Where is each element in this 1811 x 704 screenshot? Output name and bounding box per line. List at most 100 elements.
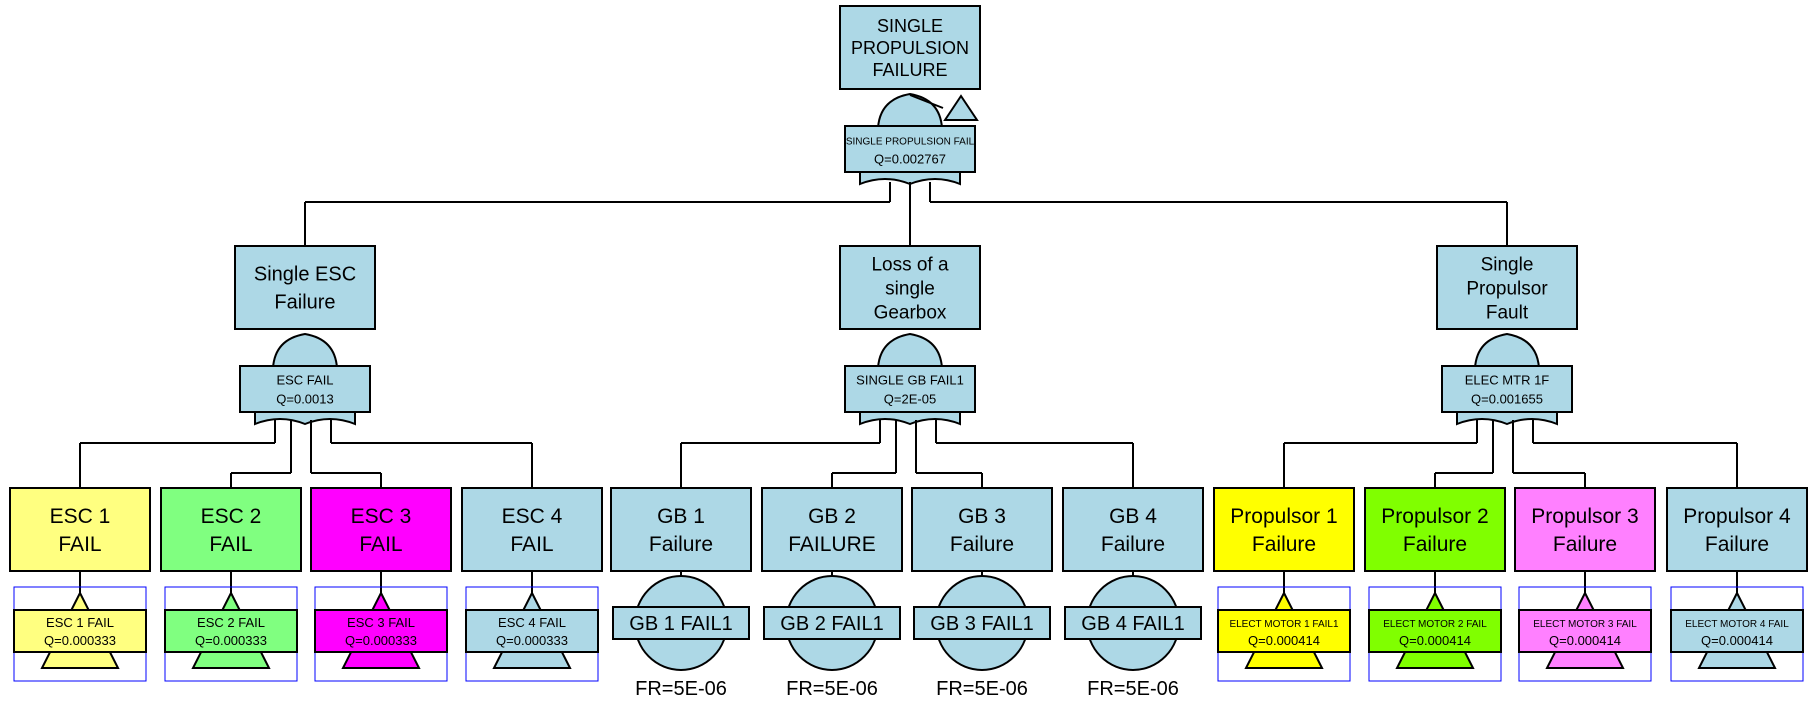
basic-event-box	[763, 606, 901, 640]
transfer-probability: Q=0.000333	[44, 633, 116, 648]
event-box	[9, 487, 151, 572]
event-title-line: Gearbox	[874, 302, 947, 323]
event-title-line: PROPULSION	[851, 38, 969, 58]
event-title-line: Failure	[274, 292, 335, 314]
event-title-line: FAIL	[359, 533, 402, 556]
gate-box	[1441, 365, 1573, 413]
transfer-name: ELECT MOTOR 3 FAIL	[1533, 619, 1637, 630]
gate-probability: Q=2E-05	[884, 392, 936, 407]
transfer-name: ELECT MOTOR 4 FAIL	[1685, 619, 1789, 630]
child-event-box: Propulsor 3 Failure	[1514, 487, 1656, 572]
event-title-line: single	[885, 278, 935, 299]
gate-box	[844, 125, 976, 173]
event-box	[1062, 487, 1204, 572]
transfer-probability: Q=0.000414	[1248, 633, 1320, 648]
event-box	[1514, 487, 1656, 572]
event-title-line: GB 1	[657, 505, 705, 528]
gate-input-connector	[254, 411, 356, 426]
event-box	[839, 245, 981, 330]
transfer-name: ESC 4 FAIL	[498, 615, 566, 630]
basic-event-name: GB 2 FAIL1	[780, 613, 883, 635]
event-title-line: GB 3	[958, 505, 1006, 528]
failure-rate-label: FR=5E-06	[936, 678, 1028, 700]
gate-label-box: ELEC MTR 1F Q=0.001655	[1441, 365, 1573, 413]
transfer-label-box: ELECT MOTOR 3 FAIL Q=0.000414	[1518, 609, 1652, 653]
event-title-line: GB 4	[1109, 505, 1157, 528]
gate-box	[844, 365, 976, 413]
basic-event-box	[1064, 606, 1202, 640]
transfer-box	[164, 609, 298, 653]
event-title-line: Propulsor 4	[1683, 505, 1791, 528]
event-box	[1213, 487, 1355, 572]
event-box	[234, 245, 376, 330]
transfer-probability: Q=0.000333	[345, 633, 417, 648]
transfer-probability: Q=0.000333	[496, 633, 568, 648]
gate-input-connector	[859, 411, 961, 426]
child-event-box: ESC 2 FAIL	[160, 487, 302, 572]
basic-event-name: GB 1 FAIL1	[629, 613, 732, 635]
transfer-probability: Q=0.000414	[1399, 633, 1471, 648]
transfer-box	[1518, 609, 1652, 653]
failure-rate-label: FR=5E-06	[786, 678, 878, 700]
event-title-line: Propulsor 3	[1531, 505, 1638, 528]
transfer-label-box: ESC 4 FAIL Q=0.000333	[465, 609, 599, 653]
event-title-line: FAILURE	[872, 60, 947, 80]
gate-label-box: SINGLE PROPULSION FAIL Q=0.002767	[844, 125, 976, 173]
basic-event-box	[913, 606, 1051, 640]
child-event-box: ESC 4 FAIL	[461, 487, 603, 572]
basic-event-label: GB 2 FAIL1	[763, 606, 901, 640]
transfer-probability: Q=0.000333	[195, 633, 267, 648]
event-box	[761, 487, 903, 572]
gate-name: ELEC MTR 1F	[1465, 372, 1550, 387]
transfer-name: ELECT MOTOR 2 FAIL	[1383, 619, 1487, 630]
event-title-line: Fault	[1486, 302, 1529, 323]
transfer-box	[465, 609, 599, 653]
event-box	[610, 487, 752, 572]
event-title-line: Failure	[649, 533, 713, 556]
basic-event-label: GB 4 FAIL1	[1064, 606, 1202, 640]
gate-probability: Q=0.002767	[874, 152, 946, 167]
event-title-line: ESC 3	[351, 505, 412, 528]
gate-name: ESC FAIL	[276, 372, 333, 387]
event-title-line: FAIL	[209, 533, 252, 556]
event-title-line: SINGLE	[877, 16, 943, 36]
event-title-line: Failure	[1553, 533, 1617, 556]
event-box	[1364, 487, 1506, 572]
transfer-box	[1368, 609, 1502, 653]
transfer-box	[13, 609, 147, 653]
gate-probability: Q=0.001655	[1471, 392, 1543, 407]
gate-name: SINGLE PROPULSION FAIL	[846, 136, 975, 147]
child-event-box: GB 1 Failure	[610, 487, 752, 572]
event-title-line: ESC 1	[50, 505, 111, 528]
transfer-label-box: ESC 3 FAIL Q=0.000333	[314, 609, 448, 653]
transfer-name: ESC 3 FAIL	[347, 615, 415, 630]
event-title-line: Failure	[1252, 533, 1316, 556]
transfer-name: ELECT MOTOR 1 FAIL1	[1229, 619, 1339, 630]
transfer-name: ESC 1 FAIL	[46, 615, 114, 630]
event-title-line: GB 2	[808, 505, 856, 528]
basic-event-name: GB 3 FAIL1	[930, 613, 1033, 635]
transfer-label-box: ELECT MOTOR 2 FAIL Q=0.000414	[1368, 609, 1502, 653]
gate-input-connector	[1456, 411, 1558, 426]
event-title-line: ESC 4	[502, 505, 563, 528]
event-title-line: FAIL	[510, 533, 553, 556]
basic-event-label: GB 1 FAIL1	[612, 606, 750, 640]
event-title-line: ESC 2	[201, 505, 262, 528]
basic-event-box	[612, 606, 750, 640]
child-event-box: ESC 3 FAIL	[310, 487, 452, 572]
event-title-line: FAIL	[58, 533, 101, 556]
transfer-probability: Q=0.000414	[1549, 633, 1621, 648]
event-title-line: Single	[1481, 254, 1534, 275]
transfer-triangle-icon	[943, 94, 979, 121]
child-event-box: ESC 1 FAIL	[9, 487, 151, 572]
